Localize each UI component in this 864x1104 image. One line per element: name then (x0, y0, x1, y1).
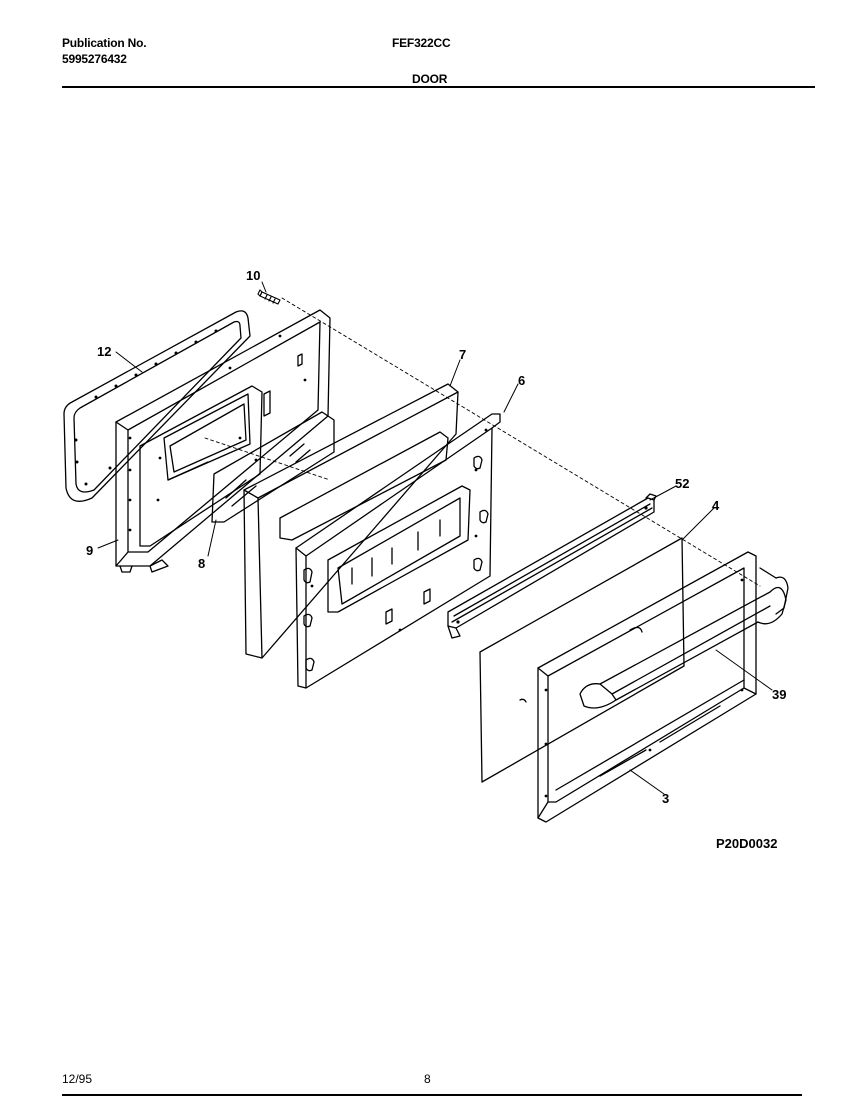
callout-39: 39 (772, 687, 786, 702)
alignment-lines (204, 297, 761, 587)
model-number: FEF322CC (392, 36, 451, 50)
callout-4: 4 (712, 498, 720, 513)
publication-label: Publication No. (62, 36, 147, 50)
header-rule (62, 86, 815, 88)
leader-lines (97, 281, 773, 795)
part-inner-panel (295, 413, 501, 689)
footer-date: 12/95 (62, 1072, 93, 1086)
part-screw (257, 289, 281, 305)
part-outer-glass (479, 537, 685, 783)
part-insulation-panel (243, 383, 459, 659)
callout-3: 3 (662, 791, 669, 806)
part-door-liner (115, 309, 331, 573)
callout-8: 8 (198, 556, 205, 571)
callout-10: 10 (246, 268, 260, 283)
diagram-code: P20D0032 (716, 836, 778, 851)
callout-7: 7 (459, 347, 466, 362)
part-gasket (63, 310, 251, 502)
section-title: DOOR (412, 72, 448, 86)
part-door-frame (537, 551, 757, 823)
part-handle (579, 567, 789, 709)
footer-rule (62, 1094, 802, 1096)
part-retainer-channel (447, 493, 657, 639)
callout-52: 52 (675, 476, 689, 491)
page-number: 8 (424, 1072, 431, 1086)
callout-12: 12 (97, 344, 111, 359)
callout-9: 9 (86, 543, 93, 558)
callout-6: 6 (518, 373, 525, 388)
publication-number: 5995276432 (62, 52, 127, 66)
